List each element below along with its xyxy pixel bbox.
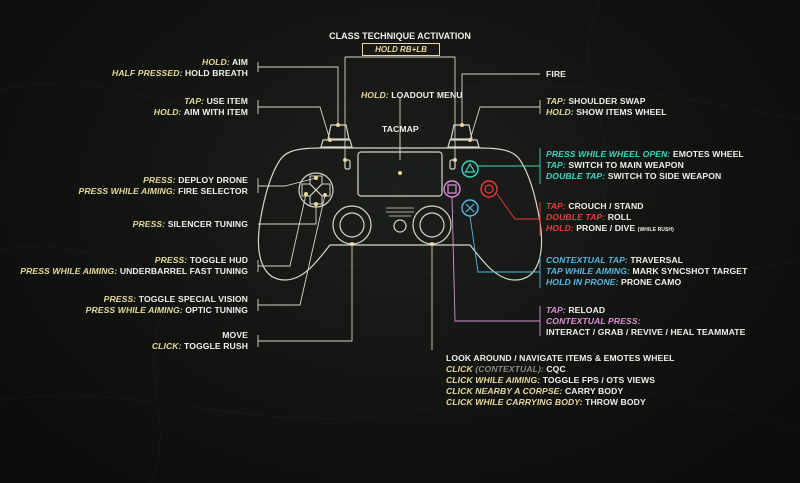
label-crouch: TAP: CROUCH / STAND (546, 201, 644, 211)
leader-lines-colored (451, 148, 541, 336)
label-look-around: LOOK AROUND / NAVIGATE ITEMS & EMOTES WH… (446, 353, 675, 363)
r2-trigger (450, 124, 473, 140)
label-use-item: TAP: USE ITEM (184, 96, 248, 106)
label-reload: TAP: RELOAD (546, 305, 606, 315)
label-tacmap: TACMAP (382, 124, 419, 134)
label-fire: FIRE (546, 69, 566, 79)
label-shoulder-swap: TAP: SHOULDER SWAP (546, 96, 646, 106)
label-silencer-tuning: PRESS: SILENCER TUNING (132, 219, 248, 229)
ps-button (393, 219, 407, 233)
leader-dots (304, 123, 472, 246)
cross-icon (465, 203, 475, 213)
label-prone-camo: HOLD IN PRONE: PRONE CAMO (546, 277, 682, 287)
label-interact: INTERACT / GRAB / REVIVE / HEAL TEAMMATE (546, 327, 746, 337)
label-carry-body: CLICK NEARBY A CORPSE: CARRY BODY (446, 386, 624, 396)
label-side-weapon: DOUBLE TAP: SWITCH TO SIDE WEAPON (546, 171, 722, 181)
label-traversal: CONTEXTUAL TAP: TRAVERSAL (546, 255, 684, 265)
triangle-icon (464, 162, 476, 173)
speaker-grille (386, 207, 414, 217)
square-button (443, 180, 461, 198)
label-emotes-wheel: PRESS WHILE WHEEL OPEN: EMOTES WHEEL (546, 149, 744, 159)
l1-button (320, 139, 353, 148)
circle-button (480, 180, 498, 198)
label-deploy-drone: PRESS: DEPLOY DRONE (143, 175, 248, 185)
options-button (449, 159, 456, 170)
triangle-button (461, 160, 479, 178)
class-technique-badge: HOLD RB+LB (362, 43, 440, 56)
label-cqc: CLICK (CONTEXTUAL): CQC (446, 364, 566, 374)
label-main-weapon: TAP: SWITCH TO MAIN WEAPON (546, 160, 684, 170)
label-optic-tuning: PRESS WHILE AIMING: OPTIC TUNING (85, 305, 248, 315)
label-toggle-views: CLICK WHILE AIMING: TOGGLE FPS / OTS VIE… (446, 375, 656, 385)
label-throw-body: CLICK WHILE CARRYING BODY: THROW BODY (446, 397, 646, 407)
label-items-wheel: HOLD: SHOW ITEMS WHEEL (546, 107, 667, 117)
class-technique-title: CLASS TECHNIQUE ACTIVATION (329, 31, 471, 41)
right-stick-ring (412, 205, 452, 245)
leader-lines (257, 56, 541, 350)
right-stick (419, 212, 445, 238)
r1-button (447, 139, 480, 148)
l2-trigger (327, 124, 350, 140)
label-toggle-rush: CLICK: TOGGLE RUSH (151, 341, 248, 351)
label-underbarrel-tuning: PRESS WHILE AIMING: UNDERBARREL FAST TUN… (20, 266, 248, 276)
label-aim: HOLD: AIM (202, 57, 248, 67)
label-contextual-press: CONTEXTUAL PRESS: (546, 316, 641, 326)
label-aim-with-item: HOLD: AIM WITH ITEM (153, 107, 248, 117)
label-roll: DOUBLE TAP: ROLL (546, 212, 632, 222)
square-icon (447, 184, 457, 194)
label-move: MOVE (222, 330, 248, 340)
label-toggle-hud: PRESS: TOGGLE HUD (154, 255, 248, 265)
left-stick-ring (332, 205, 372, 245)
label-fire-selector: PRESS WHILE AIMING: FIRE SELECTOR (78, 186, 248, 196)
label-loadout-menu: HOLD: LOADOUT MENU (361, 90, 463, 100)
circle-icon (484, 184, 494, 194)
dpad (301, 175, 331, 205)
share-button (344, 159, 351, 170)
label-special-vision: PRESS: TOGGLE SPECIAL VISION (103, 294, 248, 304)
label-syncshot: TAP WHILE AIMING: MARK SYNCSHOT TARGET (546, 266, 748, 276)
controller-outline (257, 147, 543, 281)
label-prone-dive: HOLD: PRONE / DIVE (WHILE RUSH) (546, 223, 674, 233)
label-hold-breath: HALF PRESSED: HOLD BREATH (111, 68, 248, 78)
left-stick (339, 212, 365, 238)
